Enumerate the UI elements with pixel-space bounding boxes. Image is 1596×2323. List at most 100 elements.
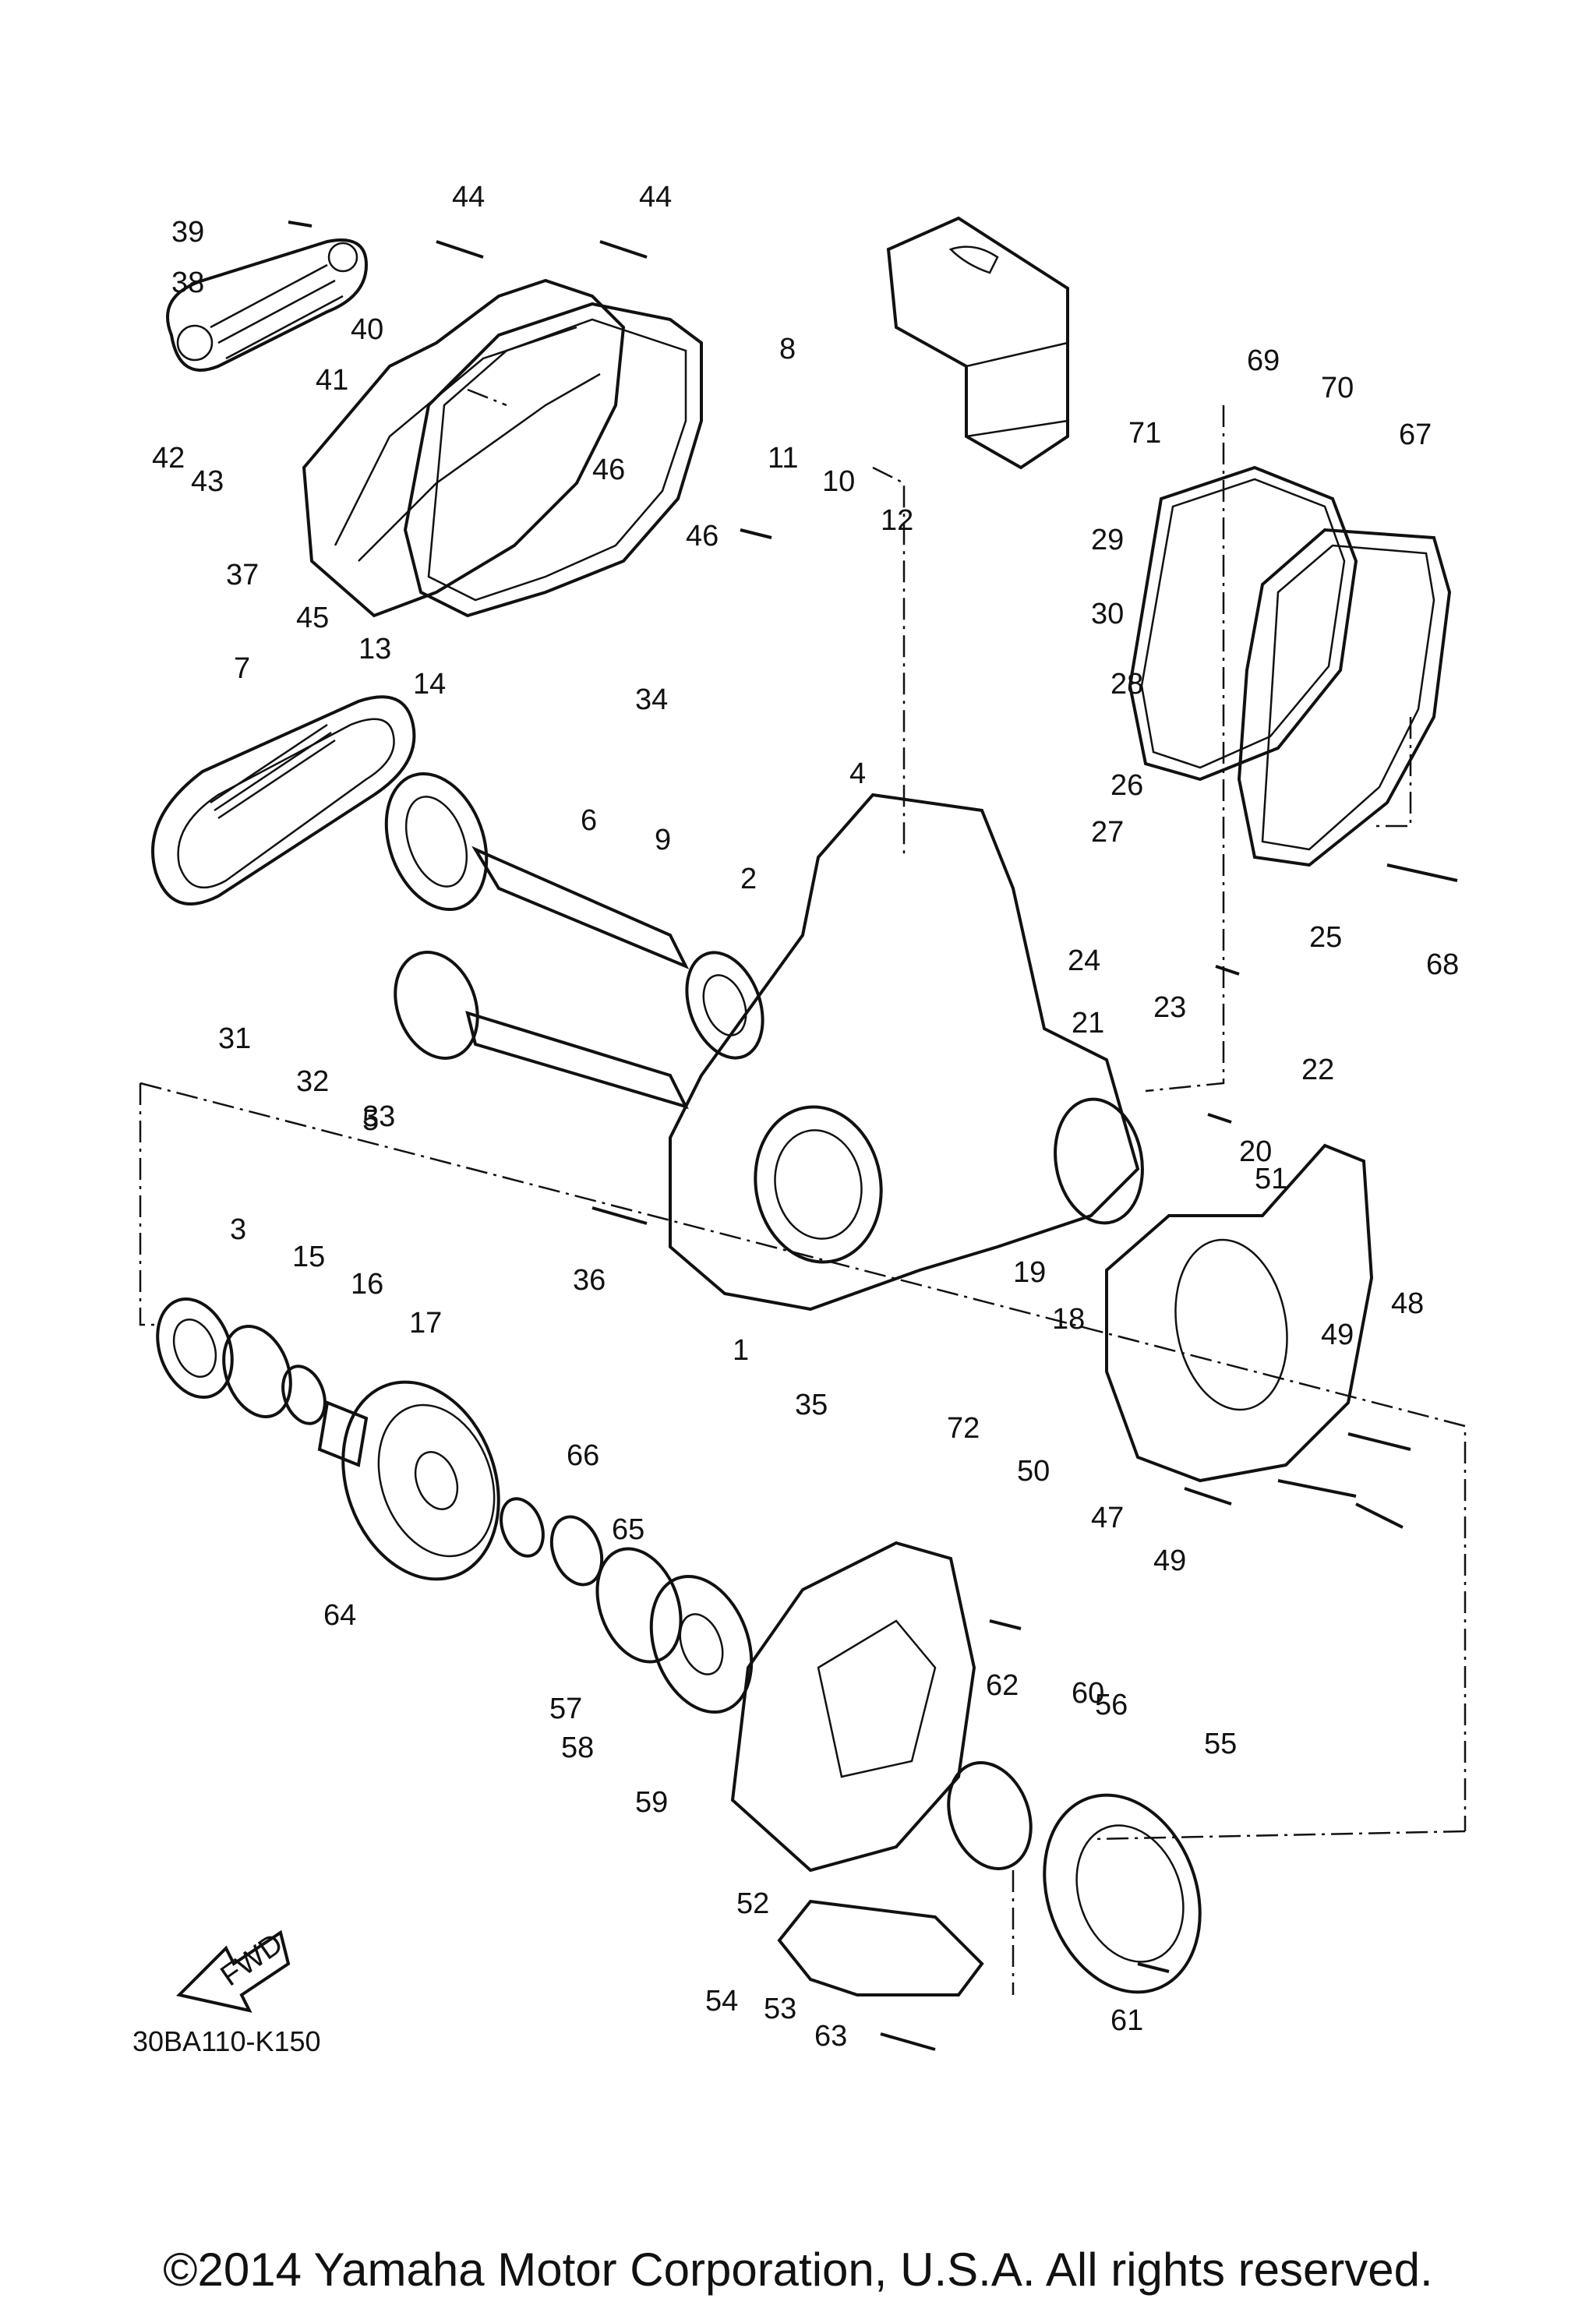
- callout-46: 46: [592, 454, 625, 486]
- callout-43: 43: [191, 465, 224, 498]
- part-58-plate: [595, 1547, 683, 1664]
- part-8-gasket: [403, 302, 703, 618]
- callout-14: 14: [413, 668, 446, 701]
- callout-44: 44: [452, 181, 485, 214]
- callout-27: 27: [1091, 816, 1124, 849]
- callout-19: 19: [1013, 1256, 1046, 1289]
- part-60-rotor: [649, 1574, 754, 1714]
- part-72-cover-bracket: [886, 216, 1069, 470]
- callout-58: 58: [561, 1732, 594, 1764]
- callout-35: 35: [795, 1389, 828, 1421]
- part-68-cover: [1237, 528, 1452, 867]
- callout-70: 70: [1321, 372, 1354, 404]
- callout-1: 1: [733, 1334, 749, 1367]
- callout-12: 12: [881, 504, 913, 537]
- callout-23: 23: [1153, 991, 1186, 1024]
- washer-nut: [500, 1497, 604, 1587]
- callout-21: 21: [1072, 1007, 1104, 1040]
- callout-62: 62: [986, 1669, 1019, 1702]
- part-1-crankcase: [669, 793, 1144, 1312]
- callout-22: 22: [1301, 1054, 1334, 1086]
- callout-65: 65: [612, 1513, 644, 1546]
- callout-5: 5: [362, 1104, 379, 1137]
- callout-38: 38: [171, 267, 204, 299]
- callout-34: 34: [635, 683, 668, 716]
- callout-33: 33: [362, 1100, 395, 1133]
- callout-51: 51: [1255, 1163, 1287, 1195]
- callout-50: 50: [1017, 1455, 1050, 1488]
- callout-49: 49: [1153, 1545, 1186, 1577]
- callout-9: 9: [655, 824, 671, 856]
- callout-24: 24: [1068, 944, 1100, 977]
- callout-66: 66: [567, 1439, 599, 1472]
- callout-59: 59: [635, 1786, 668, 1819]
- callout-28: 28: [1110, 668, 1143, 701]
- callout-72: 72: [947, 1412, 980, 1445]
- callout-63: 63: [814, 2020, 847, 2053]
- callout-48: 48: [1391, 1287, 1424, 1320]
- callout-68: 68: [1426, 948, 1459, 981]
- callout-13: 13: [358, 633, 391, 665]
- callout-69: 69: [1247, 344, 1280, 377]
- callout-41: 41: [316, 364, 348, 397]
- callout-57: 57: [549, 1693, 582, 1725]
- callout-47: 47: [1091, 1502, 1124, 1534]
- callout-18: 18: [1052, 1303, 1085, 1336]
- callout-16: 16: [351, 1268, 383, 1301]
- part-54-guard: [777, 1899, 984, 1996]
- callout-71: 71: [1128, 417, 1161, 450]
- callout-44: 44: [639, 181, 672, 214]
- part-7-drive-belt: [151, 695, 416, 906]
- part-38-stay-plate: [166, 238, 369, 372]
- callout-39: 39: [171, 216, 204, 249]
- callout-7: 7: [234, 652, 250, 685]
- callout-60: 60: [1072, 1677, 1104, 1710]
- callout-49: 49: [1321, 1319, 1354, 1351]
- callout-11: 11: [768, 442, 798, 475]
- part-56-cover: [1043, 1793, 1202, 1994]
- callout-17: 17: [409, 1307, 442, 1340]
- callout-25: 25: [1309, 921, 1342, 954]
- callout-8: 8: [779, 333, 796, 365]
- part-69-gasket: [1128, 465, 1358, 782]
- callout-26: 26: [1110, 769, 1143, 802]
- callout-52: 52: [736, 1887, 769, 1920]
- callout-54: 54: [705, 1985, 738, 2018]
- part-57-cap: [947, 1761, 1033, 1870]
- callout-29: 29: [1091, 524, 1124, 556]
- callout-31: 31: [218, 1022, 251, 1055]
- part-5-secondary-shaft: [394, 951, 689, 1110]
- bearing-stack: [156, 1297, 369, 1467]
- part-6-primary-shaft: [384, 771, 690, 969]
- callout-67: 67: [1399, 418, 1432, 451]
- callout-32: 32: [296, 1065, 329, 1098]
- reference-lines: [139, 388, 1467, 1995]
- part-53-crankcase-cover: [730, 1541, 976, 1873]
- fwd-label: FWD: [215, 1927, 289, 1993]
- callout-30: 30: [1091, 598, 1124, 630]
- callout-64: 64: [323, 1599, 356, 1632]
- callout-45: 45: [296, 602, 329, 634]
- callout-37: 37: [226, 559, 259, 591]
- fwd-arrow-icon: FWD: [176, 1927, 291, 2013]
- callout-56: 56: [1095, 1689, 1128, 1721]
- callout-20: 20: [1239, 1135, 1272, 1168]
- part-47-case-half: [1105, 1143, 1374, 1483]
- callout-6: 6: [581, 804, 597, 837]
- part-2-bearing: [685, 951, 764, 1060]
- callout-42: 42: [152, 442, 185, 475]
- callout-2: 2: [740, 863, 757, 895]
- diagram-code: 30BA110-K150: [132, 2025, 321, 2057]
- callout-36: 36: [573, 1264, 606, 1297]
- copyright-notice: ©2014 Yamaha Motor Corporation, U.S.A. A…: [163, 2244, 1433, 2296]
- callout-15: 15: [292, 1241, 325, 1273]
- callout-10: 10: [822, 465, 855, 498]
- bolts: [288, 221, 1458, 2051]
- callout-46: 46: [686, 520, 719, 553]
- callout-61: 61: [1110, 2004, 1143, 2037]
- part-65-pulley: [341, 1380, 500, 1581]
- callout-53: 53: [764, 1993, 796, 2025]
- callout-40: 40: [351, 313, 383, 346]
